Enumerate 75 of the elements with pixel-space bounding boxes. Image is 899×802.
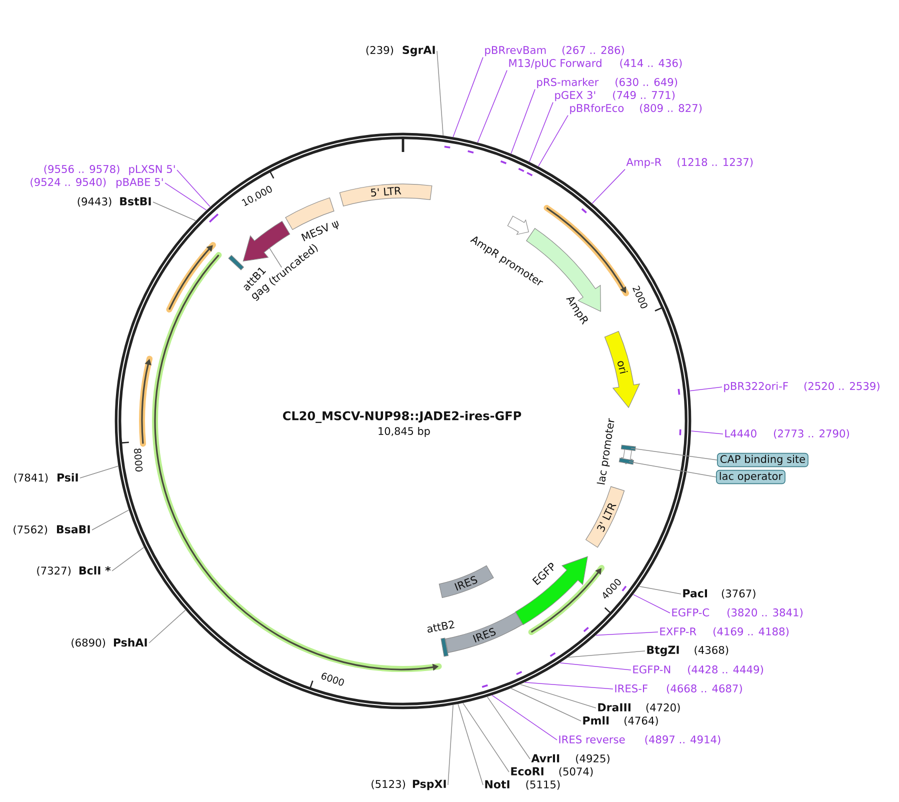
- leader-line: [436, 50, 444, 136]
- feature-label: lac promoter: [596, 418, 614, 484]
- leader-line: [538, 114, 568, 167]
- enzyme-site-label: DraIII (4720): [598, 703, 680, 713]
- leader-line: [689, 386, 722, 392]
- primer-label: pBRrevBam (267 .. 286): [485, 46, 624, 56]
- leader-line: [492, 694, 558, 740]
- leader-line: [148, 610, 186, 644]
- primer-label: L4440 (2773 .. 2790): [725, 429, 849, 439]
- primer-label: pRS-marker (630 .. 649): [537, 78, 678, 88]
- leader-line: [628, 461, 716, 478]
- enzyme-site-label: PmlI (4764): [583, 716, 658, 726]
- leader-line: [462, 702, 510, 772]
- primer-label: (9524 .. 9540) pBABE 5': [30, 178, 163, 188]
- leader-line: [152, 202, 196, 222]
- primer-label: IRES reverse (4897 .. 4914): [559, 735, 720, 745]
- leader-line: [164, 182, 207, 210]
- leader-line: [529, 102, 554, 162]
- feature-box: 3' LTR: [586, 486, 625, 548]
- leader-line: [477, 70, 508, 143]
- leader-line: [690, 430, 724, 434]
- primer-label: Amp-R (1218 .. 1237): [626, 158, 753, 168]
- enzyme-site-label: (9443) BstBI: [78, 197, 151, 207]
- primer-label: (9556 .. 9578) pLXSN 5': [44, 164, 175, 176]
- leader-line: [92, 510, 130, 530]
- site-marker: [618, 458, 634, 465]
- leader-line: [592, 168, 626, 204]
- leader-line: [520, 684, 596, 708]
- enzyme-site-label: (239) SgrAI: [366, 46, 435, 56]
- leader-line: [269, 248, 282, 268]
- length-label: 10,845 bp: [378, 426, 430, 438]
- leader-line: [176, 170, 210, 208]
- scale-label: 6000: [322, 672, 344, 686]
- leader-line: [80, 466, 119, 478]
- enzyme-site-label: (6890) PshAI: [72, 638, 147, 648]
- enzyme-site-label: (5123) PspXI: [372, 780, 446, 790]
- leader-line: [112, 547, 144, 572]
- leader-line: [630, 448, 718, 460]
- primer-label: EGFP-C (3820 .. 3841): [672, 608, 802, 618]
- feature-box: 5' LTR: [339, 184, 432, 206]
- leader-line: [632, 594, 670, 614]
- leader-line: [452, 56, 484, 138]
- enzyme-site-label: PacI (3767): [683, 589, 756, 599]
- map-title: CL20_MSCV-NUP98::JADE2-ires-GFP: [283, 411, 522, 423]
- feature-tag: CAP binding site: [717, 452, 808, 468]
- primer-label: pGEX 3' (749 .. 771): [555, 90, 675, 102]
- scale-label: 2000: [632, 286, 648, 308]
- enzyme-site-label: NotI (5115): [485, 780, 560, 790]
- enzyme-site-label: (7562) BsaBI: [14, 525, 90, 535]
- enzyme-site-label: BtgZI (4368): [647, 646, 728, 656]
- leader-line: [510, 688, 582, 722]
- feature-tag: lac operator: [716, 470, 786, 484]
- enzyme-site-label: AvrII (4925): [531, 754, 610, 764]
- site-marker: [620, 444, 636, 451]
- leader-line: [638, 586, 682, 594]
- leader-line: [458, 704, 484, 786]
- primer-label: pBR322ori-F (2520 .. 2539): [724, 382, 880, 392]
- leader-line: [568, 650, 646, 658]
- feature-block: ori: [604, 330, 640, 408]
- enzyme-site-label: (7841) PsiI: [14, 473, 78, 483]
- scale-label: 8000: [134, 448, 143, 472]
- feature-box: IRES: [438, 565, 494, 598]
- leader-line: [510, 88, 536, 154]
- leader-line: [560, 662, 632, 670]
- primer-label: pBRforEco (809 .. 827): [570, 104, 702, 114]
- primer-label: EXFP-R (4169 .. 4188): [660, 627, 788, 637]
- leader-line: [486, 696, 530, 760]
- enzyme-site-label: EcoRI (5074): [511, 767, 593, 777]
- primer-label: EGFP-N (4428 .. 4449): [633, 665, 764, 675]
- leader-line: [596, 632, 658, 636]
- leader-line: [448, 704, 454, 786]
- leader-line: [524, 682, 614, 690]
- primer-label: M13/pUC Forward (414 .. 436): [509, 58, 682, 70]
- primer-label: IRES-F (4668 .. 4687): [615, 684, 742, 694]
- enzyme-site-label: (7327) BclI *: [37, 566, 111, 576]
